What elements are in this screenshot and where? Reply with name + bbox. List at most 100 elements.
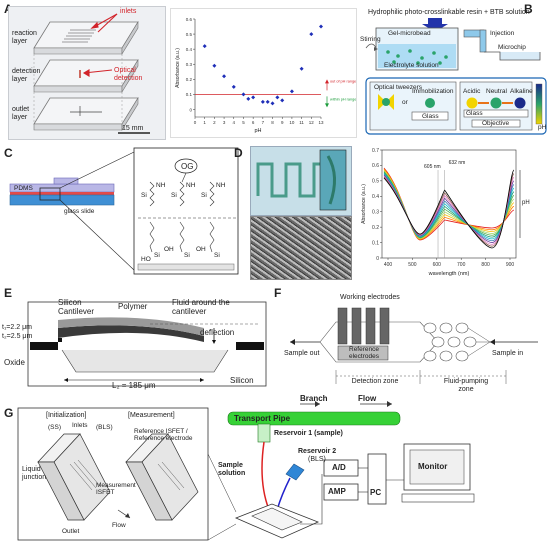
bls-label: (BLS) bbox=[96, 424, 113, 431]
sample-solution-label: Sample solution bbox=[218, 462, 246, 477]
measurement-isfet-label: Measurement ISFET bbox=[96, 482, 136, 496]
alkaline-label: Alkaline bbox=[510, 88, 533, 95]
microchip-label: Microchip bbox=[498, 44, 526, 51]
x-tick-label: 7 bbox=[262, 120, 265, 125]
x-tick-label: 9 bbox=[281, 120, 284, 125]
flow-small-label: Flow bbox=[112, 522, 126, 529]
si-label-3: Si bbox=[201, 192, 207, 199]
data-point bbox=[265, 99, 270, 104]
neutral-label: Neutral bbox=[486, 88, 507, 95]
x-tick-label: 4 bbox=[233, 120, 236, 125]
measurement-label: [Measurement] bbox=[128, 412, 175, 419]
pdms-label: PDMS bbox=[14, 185, 33, 192]
data-point bbox=[222, 74, 227, 79]
glass-left-label: Glass bbox=[422, 113, 439, 120]
y-tick-label: 0.6 bbox=[186, 17, 193, 22]
si-label-1: Si bbox=[141, 192, 147, 199]
or-label: or bbox=[402, 99, 408, 106]
data-point bbox=[280, 98, 285, 103]
length-label: L₂ = 185 μm bbox=[112, 381, 156, 390]
y-tick-label: 0.1 bbox=[186, 92, 193, 97]
annotation-632: 632 nm bbox=[449, 160, 466, 166]
electrolyte-label: Electrolyte solution bbox=[384, 62, 439, 69]
silicon-label: Silicon bbox=[230, 376, 254, 385]
data-point bbox=[319, 24, 323, 29]
sample-in-label: Sample in bbox=[492, 350, 524, 357]
microbead-process-diagram bbox=[365, 18, 547, 135]
gel-microbead-label: Gel-microbead bbox=[388, 30, 431, 37]
reference-isfet-label: Reference ISFET / Reference electrode bbox=[134, 428, 193, 442]
legend-within-text: within pH range bbox=[330, 97, 356, 101]
reservoir-2-sub-label: (BLS) bbox=[308, 456, 326, 463]
panel-c: C PDMS glass slide OG Si Si Si NH NH NH … bbox=[0, 142, 240, 282]
oh-label-1: OH bbox=[164, 246, 174, 253]
scale-bar-label: 15 mm bbox=[122, 125, 144, 132]
x-tick-label: 6 bbox=[252, 120, 255, 125]
objective-label: Objective bbox=[482, 120, 510, 127]
y-tick-label: 0.7 bbox=[372, 148, 379, 154]
monitor-label: Monitor bbox=[418, 462, 448, 471]
panel-label: D bbox=[234, 146, 243, 160]
y-tick-label: 0.4 bbox=[186, 47, 193, 52]
data-point bbox=[299, 66, 304, 71]
cantilever-diagram bbox=[27, 301, 267, 387]
ph-label: pH bbox=[522, 200, 530, 206]
detection-zone-label: Detection zone bbox=[351, 378, 399, 385]
y-axis-label: Absorbance (a.u.) bbox=[175, 48, 181, 88]
y-tick-label: 0.3 bbox=[372, 210, 379, 216]
stirring-label: Stirring bbox=[360, 36, 381, 43]
data-point bbox=[202, 44, 207, 49]
isfet-system-diagram bbox=[17, 401, 475, 541]
panel-e: E Silicon Cantilever Polymer Fluid aroun… bbox=[0, 284, 280, 394]
x-tick-label: 400 bbox=[384, 262, 393, 268]
nh-label-3: NH bbox=[216, 182, 226, 189]
spectrum-line bbox=[383, 169, 515, 249]
x-axis-label: pH bbox=[254, 128, 261, 134]
panel-label: B bbox=[524, 2, 533, 16]
y-tick-label: 0.2 bbox=[186, 77, 193, 82]
data-point bbox=[241, 92, 246, 97]
panel-b: B Hydrophilic photo-crosslinkable resin … bbox=[360, 0, 550, 142]
panel-g: G bbox=[0, 394, 550, 548]
annotation-605: 605 nm bbox=[424, 164, 441, 170]
inlets-label: inlets bbox=[120, 8, 137, 15]
data-point bbox=[260, 99, 265, 104]
inlets-label: Inlets bbox=[72, 422, 88, 429]
legend-out-arrowhead bbox=[325, 79, 329, 84]
acidic-label: Acidic bbox=[463, 88, 481, 95]
x-tick-label: 0 bbox=[194, 120, 197, 125]
oxide-label: Oxide bbox=[4, 358, 25, 367]
y-axis-label: Absorbance (a.u.) bbox=[361, 184, 367, 224]
x-tick-label: 8 bbox=[271, 120, 274, 125]
y-tick-label: 0.1 bbox=[372, 240, 379, 246]
data-point bbox=[231, 84, 236, 89]
sem-micrograph bbox=[250, 216, 352, 280]
t2-label: t₂=2.5 μm bbox=[2, 333, 33, 340]
reservoir-1-label: Reservoir 1 (sample) bbox=[274, 430, 343, 437]
initialization-label: [Initialization] bbox=[46, 412, 87, 419]
si-label-6: Si bbox=[214, 252, 220, 259]
x-tick-label: 10 bbox=[289, 120, 295, 125]
immobilization-label: Immobilization bbox=[412, 88, 454, 95]
ss-label: (SS) bbox=[48, 424, 61, 431]
reaction-layer-label: reaction layer bbox=[12, 30, 37, 45]
transport-pipe-label: Transport Pipe bbox=[234, 414, 291, 423]
panel-label: F bbox=[274, 286, 282, 300]
x-tick-label: 3 bbox=[223, 120, 226, 125]
t1-label: t₁=2.2 μm bbox=[2, 324, 32, 331]
pumping-zone-label: Fluid-pumping zone bbox=[443, 378, 489, 393]
fluid-label: Fluid around the cantilever bbox=[172, 298, 230, 316]
si-label-4: Si bbox=[154, 252, 160, 259]
panel-label: E bbox=[4, 286, 13, 300]
data-point bbox=[251, 95, 256, 100]
data-point bbox=[309, 32, 314, 37]
deflection-label: deflection bbox=[200, 328, 235, 337]
panel-f: F Working electrodes Reference electrode… bbox=[274, 284, 550, 394]
outlet-label: Outlet bbox=[62, 528, 80, 535]
x-tick-label: 11 bbox=[299, 120, 304, 125]
x-tick-label: 1 bbox=[203, 120, 206, 125]
detection-layer-label: detection layer bbox=[12, 68, 41, 83]
